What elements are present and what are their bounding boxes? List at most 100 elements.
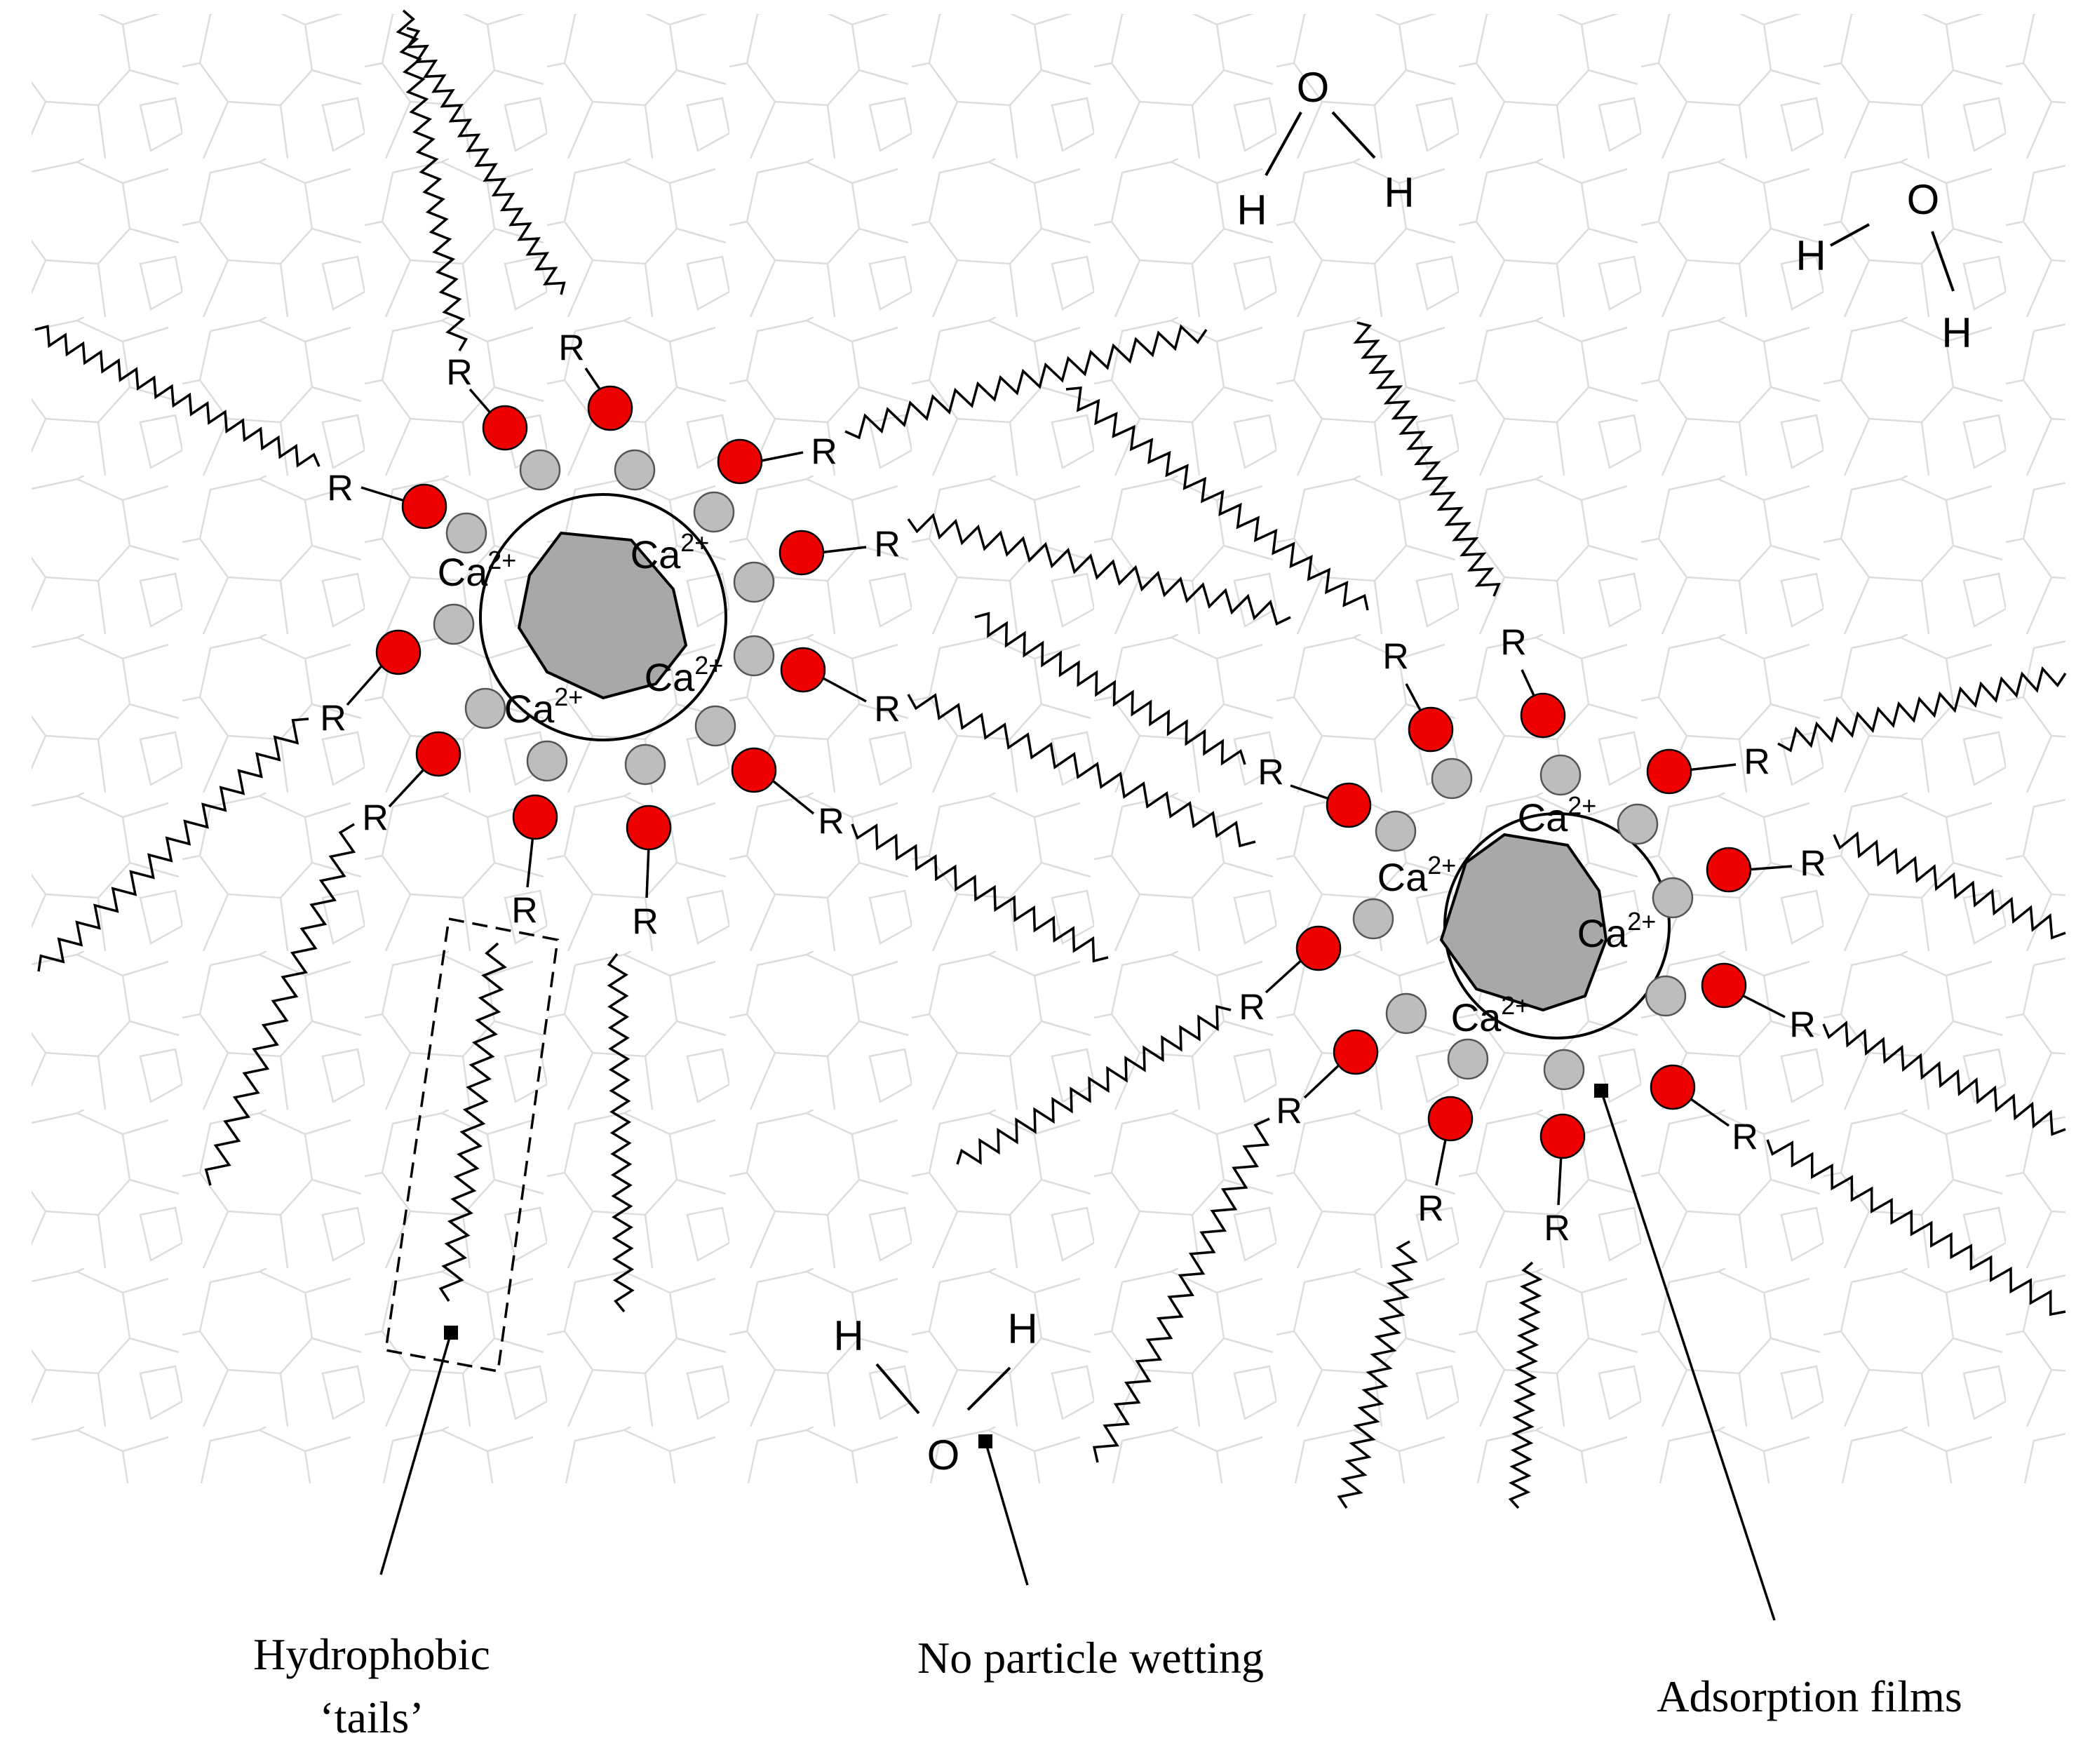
ion-bead — [1539, 754, 1582, 796]
caption-hydrophobic: Hydrophobic — [253, 1629, 490, 1679]
ion-bead — [1385, 992, 1427, 1035]
head-bond — [820, 675, 867, 703]
head-bond — [1290, 784, 1332, 801]
hydrocarbon-tail — [438, 942, 507, 1302]
small-black-square — [978, 1434, 992, 1448]
leader-wetting — [978, 1434, 1029, 1586]
polar-headgroup — [779, 530, 825, 576]
ion-bead — [1617, 803, 1659, 845]
hydrocarbon-tail — [1337, 1240, 1418, 1509]
hydrocarbon-tail — [1777, 666, 2067, 753]
water-molecule-bottom: H H O — [833, 1305, 1037, 1479]
adsorption-shell — [479, 493, 727, 741]
surfactant-molecule: R — [396, 9, 528, 451]
hydrocarbon-tail — [607, 952, 635, 1313]
ion-charge: 2+ — [1627, 907, 1656, 936]
head-bond — [388, 765, 428, 808]
r-group-label: R — [1239, 988, 1265, 1028]
ion-bead — [1352, 898, 1394, 940]
r-group-label: R — [874, 525, 901, 565]
ion-charge: 2+ — [694, 651, 723, 680]
polar-headgroup — [1650, 1064, 1696, 1110]
background-pattern — [32, 14, 2065, 1483]
mineral-particle-right — [1439, 812, 1671, 1039]
hydrocarbon-tail — [907, 693, 1256, 848]
surfactant-molecule: R — [974, 612, 1372, 828]
r-group-label: R — [818, 802, 844, 842]
surfactant-molecule: R — [34, 325, 447, 530]
polar-headgroup — [482, 405, 528, 451]
head-bond — [1265, 956, 1306, 994]
r-group-label: R — [446, 353, 473, 393]
polar-headgroup — [1427, 1096, 1474, 1142]
surfactant-molecule: R — [780, 647, 1256, 848]
mineral-grain — [517, 531, 688, 700]
r-group-label: R — [874, 689, 901, 730]
hydrocarbon-tail — [1766, 1139, 2066, 1317]
ion-bead — [1447, 1038, 1489, 1080]
head-bond — [469, 388, 494, 417]
surfactant-molecule: R — [438, 794, 558, 1302]
hydrocarbon-tail — [1065, 386, 1369, 611]
ion-bead — [1652, 877, 1694, 919]
ion-charge: 2+ — [554, 682, 583, 711]
head-bond — [1686, 763, 1737, 772]
surfactant-molecule: R — [731, 747, 1109, 963]
surfactant-molecule: R — [1646, 666, 2067, 795]
r-group-label: R — [1544, 1208, 1570, 1249]
r-group-label: R — [1276, 1091, 1302, 1132]
ion-bead — [733, 561, 775, 603]
head-bond — [1557, 1153, 1563, 1206]
hydrocarbon-tail — [1822, 1021, 2066, 1136]
oxygen-atom: O — [1907, 176, 1940, 223]
hydrocarbon-tail — [396, 9, 469, 351]
polar-headgroup — [780, 647, 826, 693]
ion-bead — [433, 603, 475, 645]
hydrocarbon-tail — [1353, 321, 1501, 597]
r-group-label: R — [1732, 1117, 1758, 1158]
polar-headgroup — [731, 747, 777, 793]
surfactant-molecule: R — [405, 27, 633, 431]
ion-bead — [614, 449, 656, 491]
leader-tails — [379, 1326, 458, 1575]
hydrocarbon-tail — [204, 823, 356, 1186]
water-molecule-right: O H H — [1795, 176, 1971, 356]
ion-bead — [694, 705, 736, 747]
caption-adsorption-films: Adsorption films — [1657, 1671, 1962, 1721]
ion-bead — [1543, 1049, 1585, 1091]
hydrocarbon-tail — [844, 324, 1208, 440]
r-group-label: R — [511, 891, 538, 931]
tail-highlight-box — [384, 917, 559, 1373]
r-group-label: R — [1500, 623, 1527, 664]
hydrocarbon-tail — [37, 718, 309, 972]
surfactant-molecule: R — [1701, 962, 2066, 1136]
polar-headgroup — [375, 629, 422, 675]
surfactant-molecule: R — [717, 324, 1208, 485]
polar-headgroup — [1520, 692, 1566, 739]
ion-bead — [526, 740, 568, 782]
ion-bead — [464, 687, 506, 729]
r-group-label: R — [1382, 637, 1409, 678]
ion-charge: 2+ — [1501, 991, 1530, 1020]
water-molecule-top: O H H — [1236, 64, 1414, 234]
ion-bead — [624, 743, 666, 786]
polar-headgroup — [626, 804, 672, 851]
polar-headgroup — [587, 385, 633, 431]
polar-headgroup — [717, 438, 763, 485]
hydrogen-atom: H — [1941, 309, 1971, 356]
ion-charge: 2+ — [680, 528, 709, 557]
hydrogen-atom: H — [1236, 187, 1267, 234]
surfactant-molecule: R — [1337, 1096, 1474, 1509]
head-bond — [757, 451, 804, 463]
r-group-label: R — [811, 432, 837, 473]
polar-headgroup — [415, 731, 461, 777]
hydrocarbon-tail — [1833, 831, 2066, 940]
mineral-particle-left — [479, 493, 727, 741]
polar-headgroup — [1706, 847, 1752, 893]
surfactant-molecule: R — [1065, 386, 1454, 753]
polar-headgroup — [1539, 1113, 1586, 1159]
ion-bead — [1431, 758, 1473, 800]
surfactant-molecule: R — [204, 731, 461, 1186]
